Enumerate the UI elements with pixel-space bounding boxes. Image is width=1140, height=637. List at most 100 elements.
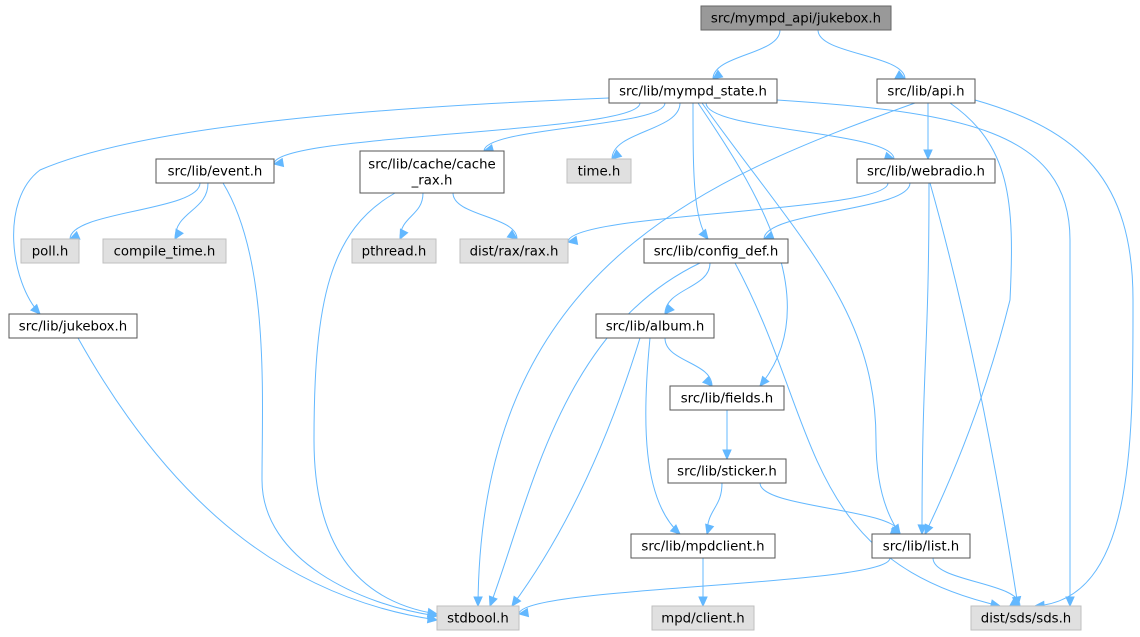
node-box xyxy=(359,150,505,194)
edge-root-to-state xyxy=(712,29,781,80)
node-box xyxy=(970,605,1082,631)
edge-line xyxy=(518,557,891,615)
node-label: src/lib/album.h xyxy=(606,320,705,335)
edge-line xyxy=(712,29,781,80)
edge-fields-to-sticker xyxy=(722,409,732,461)
node-label: src/lib/cache/cache xyxy=(368,158,495,173)
edge-line xyxy=(664,262,711,315)
node-box xyxy=(700,5,892,31)
edge-line xyxy=(921,182,930,535)
edge-line xyxy=(313,192,438,615)
edge-arrowhead xyxy=(174,228,184,241)
node-webradio[interactable]: src/lib/webradio.h xyxy=(856,158,996,184)
edge-line xyxy=(974,99,1134,607)
node-label: src/lib/mpdclient.h xyxy=(641,540,764,555)
edge-line xyxy=(705,102,895,160)
edge-list-to-stdbool xyxy=(517,557,891,618)
edge-arrowhead xyxy=(664,303,675,315)
node-label: src/lib/mympd_state.h xyxy=(619,85,767,100)
edge-album-to-mpdclient xyxy=(645,337,681,535)
edge-line xyxy=(763,182,911,240)
edge-line xyxy=(929,182,1019,607)
edge-arrowhead xyxy=(698,228,709,240)
edge-arrowhead xyxy=(705,523,715,536)
edge-webradio-to-rax xyxy=(566,182,889,245)
edge-line xyxy=(477,102,916,607)
node-label: src/lib/sticker.h xyxy=(677,465,777,480)
edge-arrowhead xyxy=(762,231,775,241)
node-mpdclient[interactable]: src/lib/mpdclient.h xyxy=(630,533,776,559)
node-box xyxy=(669,385,785,411)
edge-line xyxy=(734,262,1001,607)
edge-arrowhead xyxy=(473,596,483,608)
edge-arrowhead xyxy=(759,375,770,387)
edge-arrowhead xyxy=(923,149,933,161)
node-label: src/lib/api.h xyxy=(887,85,964,100)
node-list[interactable]: src/lib/list.h xyxy=(871,533,971,559)
node-box xyxy=(630,533,776,559)
node-box xyxy=(8,313,138,339)
node-box xyxy=(651,605,755,631)
edge-api-to-sds xyxy=(974,99,1134,611)
edge-album-to-stdbool xyxy=(511,337,641,607)
node-label: mpd/client.h xyxy=(661,612,745,627)
edge-arrowhead xyxy=(669,524,681,535)
node-poll: poll.h xyxy=(20,238,80,264)
edge-line xyxy=(174,182,209,240)
edge-arrowhead xyxy=(506,229,518,240)
edge-arrowhead xyxy=(1065,596,1075,608)
node-api[interactable]: src/lib/api.h xyxy=(876,78,976,104)
edge-line xyxy=(817,29,906,80)
edge-line xyxy=(511,337,641,607)
node-state[interactable]: src/lib/mympd_state.h xyxy=(608,78,778,104)
node-time: time.h xyxy=(566,158,632,184)
edge-line xyxy=(924,102,1012,535)
edge-webradio-to-configdef xyxy=(762,182,911,241)
edge-arrowhead xyxy=(712,69,724,80)
node-label: src/lib/jukebox.h xyxy=(19,320,127,335)
node-box xyxy=(566,158,632,184)
node-label: src/lib/config_def.h xyxy=(654,245,779,260)
node-root: src/mympd_api/jukebox.h xyxy=(700,5,892,31)
node-sticker[interactable]: src/lib/sticker.h xyxy=(667,458,787,484)
node-cache[interactable]: src/lib/cache/cache_rax.h xyxy=(359,150,505,194)
edge-arrowhead xyxy=(566,235,579,245)
node-mpdc: mpd/client.h xyxy=(651,605,755,631)
node-box xyxy=(595,313,715,339)
node-event[interactable]: src/lib/event.h xyxy=(155,158,275,184)
edge-line xyxy=(567,182,889,243)
edge-state-to-cache xyxy=(482,102,666,154)
edge-arrowhead xyxy=(68,230,81,240)
edge-state-to-time xyxy=(611,102,681,160)
edge-line xyxy=(13,97,610,315)
node-layer: src/mympd_api/jukebox.h src/lib/mympd_sta… xyxy=(8,5,1082,631)
edge-line xyxy=(77,337,438,621)
edge-arrowhead xyxy=(722,449,732,461)
node-label: pthread.h xyxy=(362,245,427,260)
edge-line xyxy=(452,192,518,240)
node-label: time.h xyxy=(578,165,621,180)
edge-arrowhead xyxy=(488,595,498,608)
edge-cache-to-stdbool xyxy=(313,192,439,618)
node-box xyxy=(871,533,971,559)
edge-arrowhead xyxy=(924,523,934,536)
edge-webradio-to-list xyxy=(917,182,930,536)
edge-line xyxy=(483,102,666,152)
node-box xyxy=(643,238,789,264)
node-album[interactable]: src/lib/album.h xyxy=(595,313,715,339)
node-label: _rax.h xyxy=(411,174,453,189)
node-label: src/lib/event.h xyxy=(168,165,263,180)
node-ljukebox[interactable]: src/lib/jukebox.h xyxy=(8,313,138,339)
edge-line xyxy=(776,99,1071,606)
node-label: stdbool.h xyxy=(447,612,509,627)
edge-line xyxy=(222,182,438,617)
node-configdef[interactable]: src/lib/config_def.h xyxy=(643,238,789,264)
node-pthread: pthread.h xyxy=(351,238,437,264)
node-fields[interactable]: src/lib/fields.h xyxy=(669,385,785,411)
edge-state-to-event xyxy=(272,102,641,168)
node-stdbool: stdbool.h xyxy=(436,605,520,631)
node-label: src/lib/list.h xyxy=(883,540,959,555)
edge-line xyxy=(69,182,201,240)
node-label: src/lib/webradio.h xyxy=(867,165,985,180)
